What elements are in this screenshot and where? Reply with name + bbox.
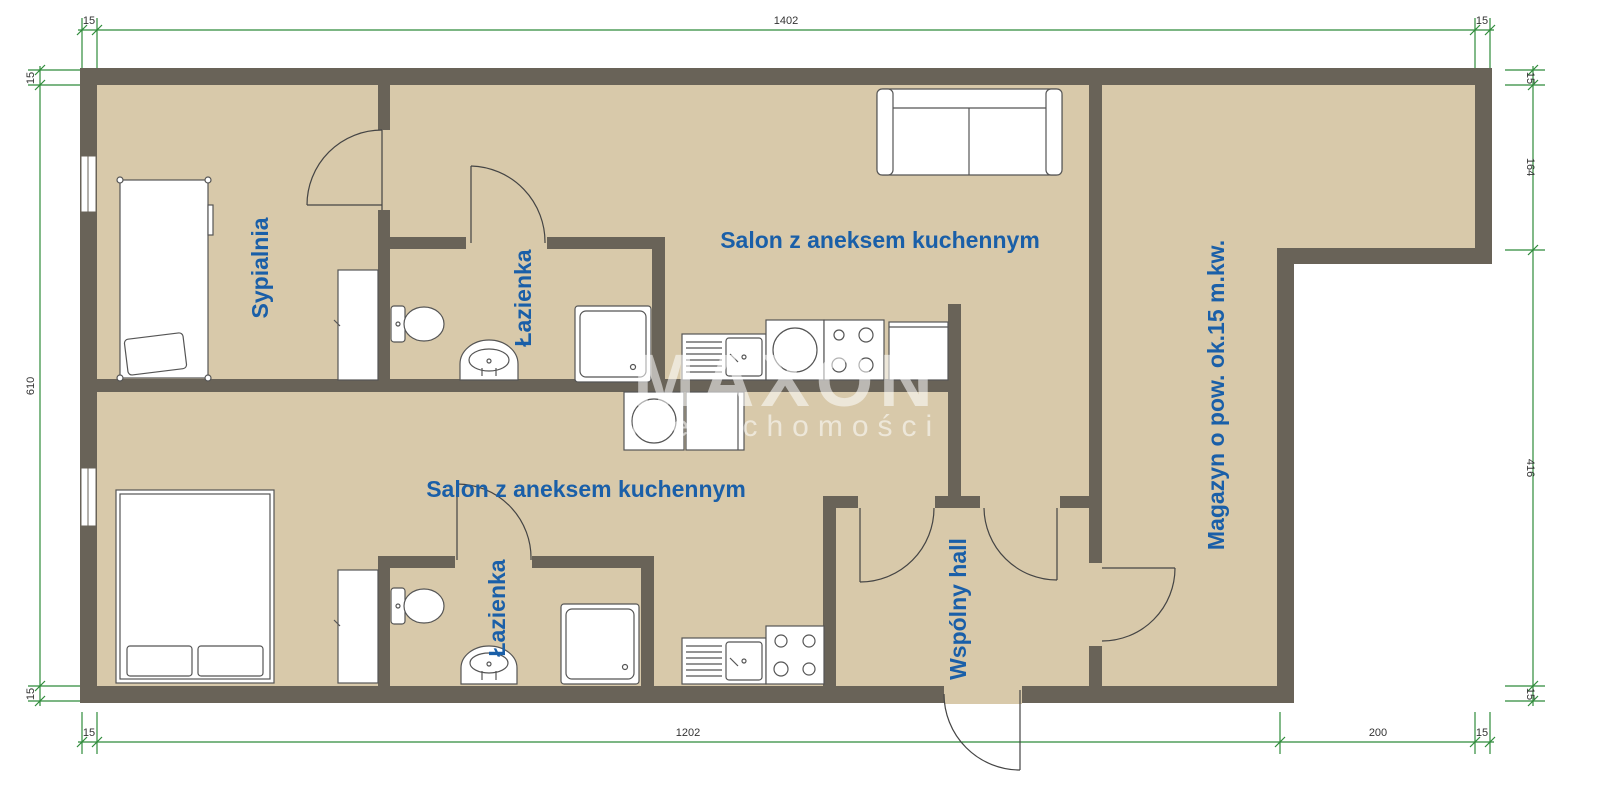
dim-left-bottom: 15 xyxy=(25,688,37,700)
room-label-storage: Magazyn o pow. ok.15 m.kw. xyxy=(1203,240,1229,550)
watermark-sub: nieruchomości xyxy=(631,410,941,443)
dim-top-total: 1402 xyxy=(774,15,798,27)
bed-icon xyxy=(116,176,214,382)
toilet-icon xyxy=(390,305,445,625)
window-icon xyxy=(80,155,97,527)
kitchen-sink-icon xyxy=(681,333,767,381)
sofa-icon xyxy=(876,88,1063,176)
room-label-bathroom-upper: Łazienka xyxy=(510,249,536,346)
room-label-bathroom-lower: Łazienka xyxy=(484,559,510,656)
wardrobe-icon xyxy=(333,269,379,684)
walls xyxy=(80,68,1492,703)
watermark-brand: MAXON xyxy=(633,339,938,422)
dim-right-top: 15 xyxy=(1524,72,1536,84)
dimension-lines xyxy=(28,18,1545,754)
dim-right-bottom: 15 xyxy=(1524,688,1536,700)
room-label-hall: Wspólny hall xyxy=(945,538,971,680)
door-icon xyxy=(306,129,1176,771)
dim-top-left: 15 xyxy=(83,15,95,27)
stove-icon xyxy=(765,625,825,685)
room-label-living-upper: Salon z aneksem kuchennym xyxy=(720,227,1040,253)
room-label-living-lower: Salon z aneksem kuchennym xyxy=(426,476,746,502)
dim-right-upper: 164 xyxy=(1524,158,1536,176)
dim-top-right: 15 xyxy=(1476,15,1488,27)
dim-bottom-right: 200 xyxy=(1369,727,1387,739)
washing-machine-icon xyxy=(623,319,825,451)
wall-openings xyxy=(944,685,1022,704)
double-bed-icon xyxy=(115,489,275,684)
shower-icon xyxy=(560,305,652,685)
dimension-labels: 15 1402 15 15 610 15 15 164 416 15 15 12… xyxy=(25,15,1536,739)
dim-left-total: 610 xyxy=(25,377,37,395)
dim-bottom-end: 15 xyxy=(1476,727,1488,739)
fridge-icon xyxy=(685,321,949,451)
dim-right-lower: 416 xyxy=(1524,459,1536,477)
kitchen-sink-icon xyxy=(681,637,767,685)
room-labels: Sypialnia Salon z aneksem kuchennym Łazi… xyxy=(247,217,1229,680)
dim-left-top: 15 xyxy=(25,72,37,84)
sink-icon xyxy=(459,339,519,685)
stove-icon xyxy=(823,319,885,381)
room-label-bedroom: Sypialnia xyxy=(247,217,273,318)
dim-bottom-left: 15 xyxy=(83,727,95,739)
dim-bottom-main: 1202 xyxy=(676,727,700,739)
watermark: MAXON nieruchomości xyxy=(631,339,941,443)
